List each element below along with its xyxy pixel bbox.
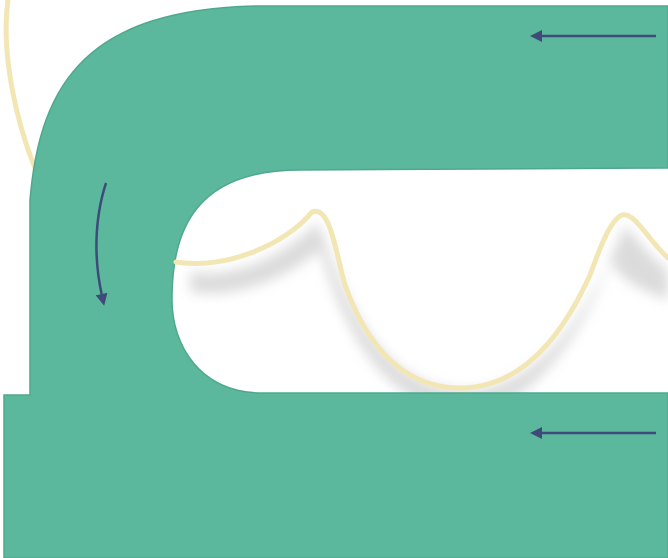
flow-diagram (0, 0, 668, 558)
